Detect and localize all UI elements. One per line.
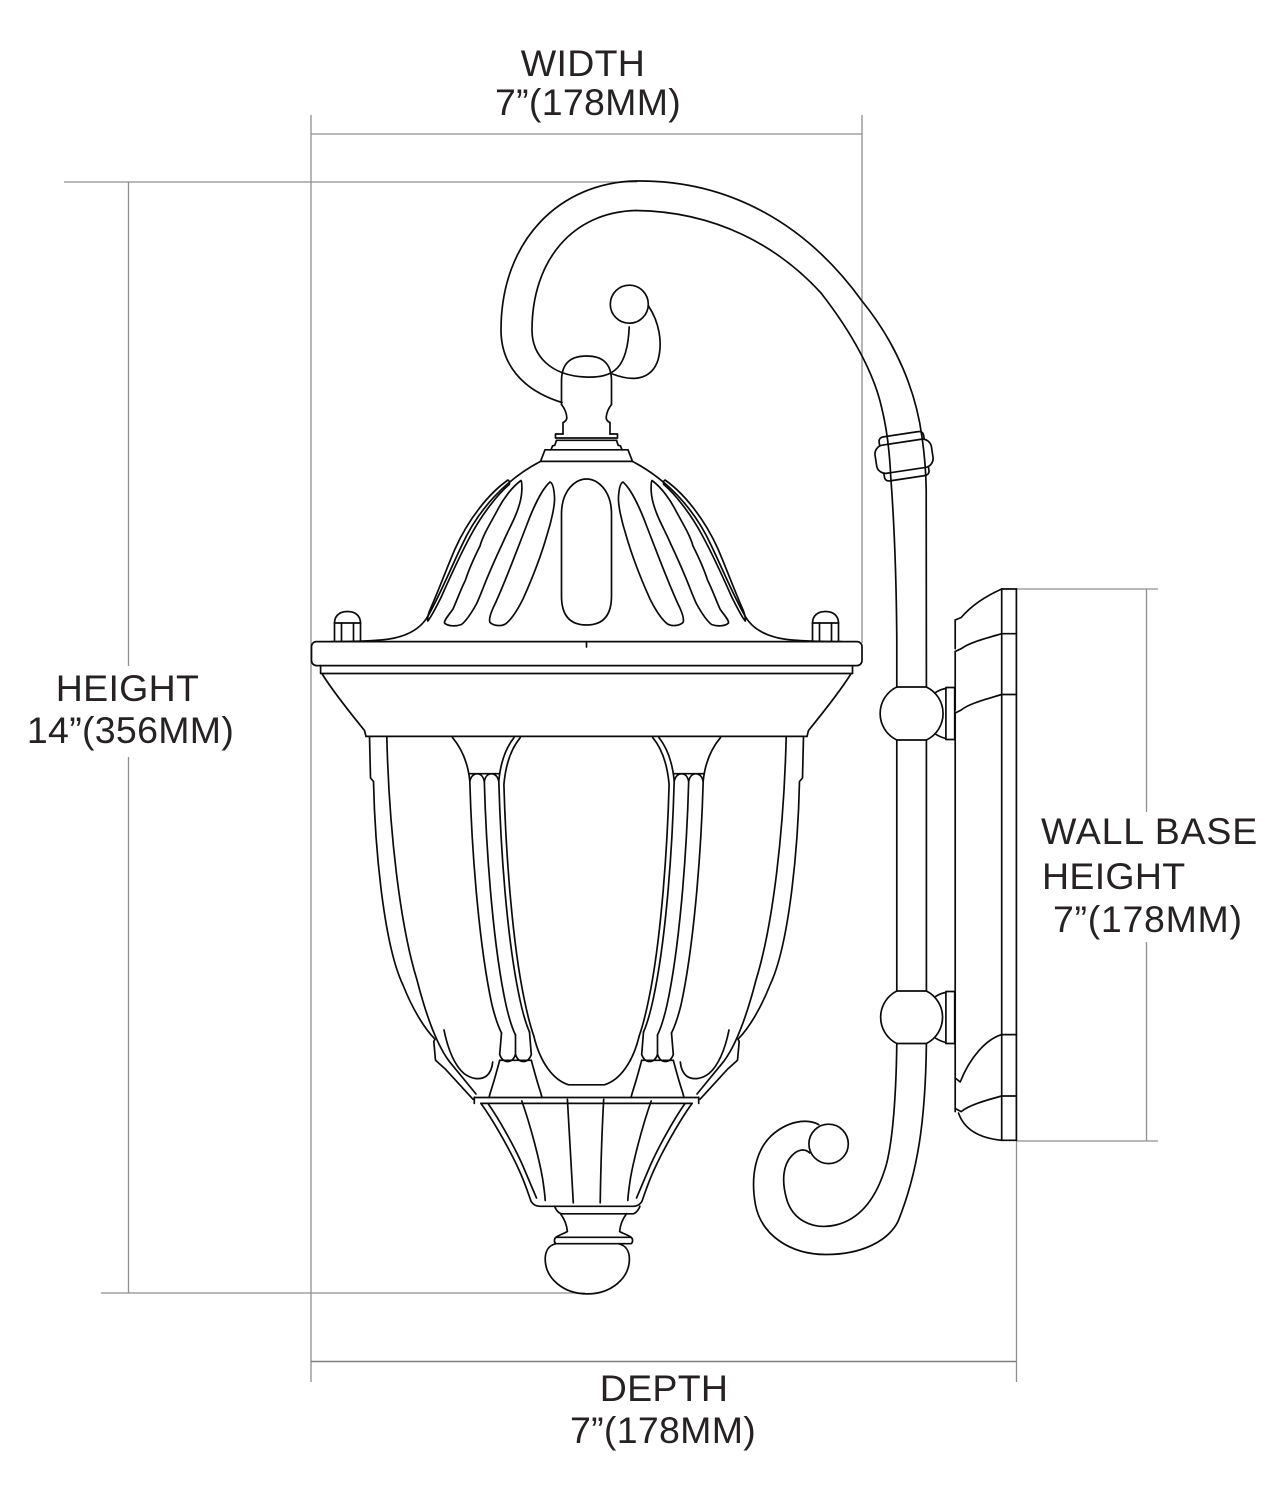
svg-text:DEPTH: DEPTH: [600, 1367, 729, 1409]
svg-text:HEIGHT: HEIGHT: [56, 667, 199, 709]
svg-text:WALL BASE: WALL BASE: [1041, 810, 1258, 852]
svg-text:WIDTH: WIDTH: [521, 42, 645, 84]
svg-text:7”(178MM): 7”(178MM): [495, 81, 681, 123]
svg-text:7”(178MM): 7”(178MM): [570, 1409, 756, 1451]
svg-text:HEIGHT: HEIGHT: [1042, 855, 1185, 897]
svg-text:14”(356MM): 14”(356MM): [27, 709, 234, 751]
svg-text:7”(178MM): 7”(178MM): [1053, 898, 1243, 940]
